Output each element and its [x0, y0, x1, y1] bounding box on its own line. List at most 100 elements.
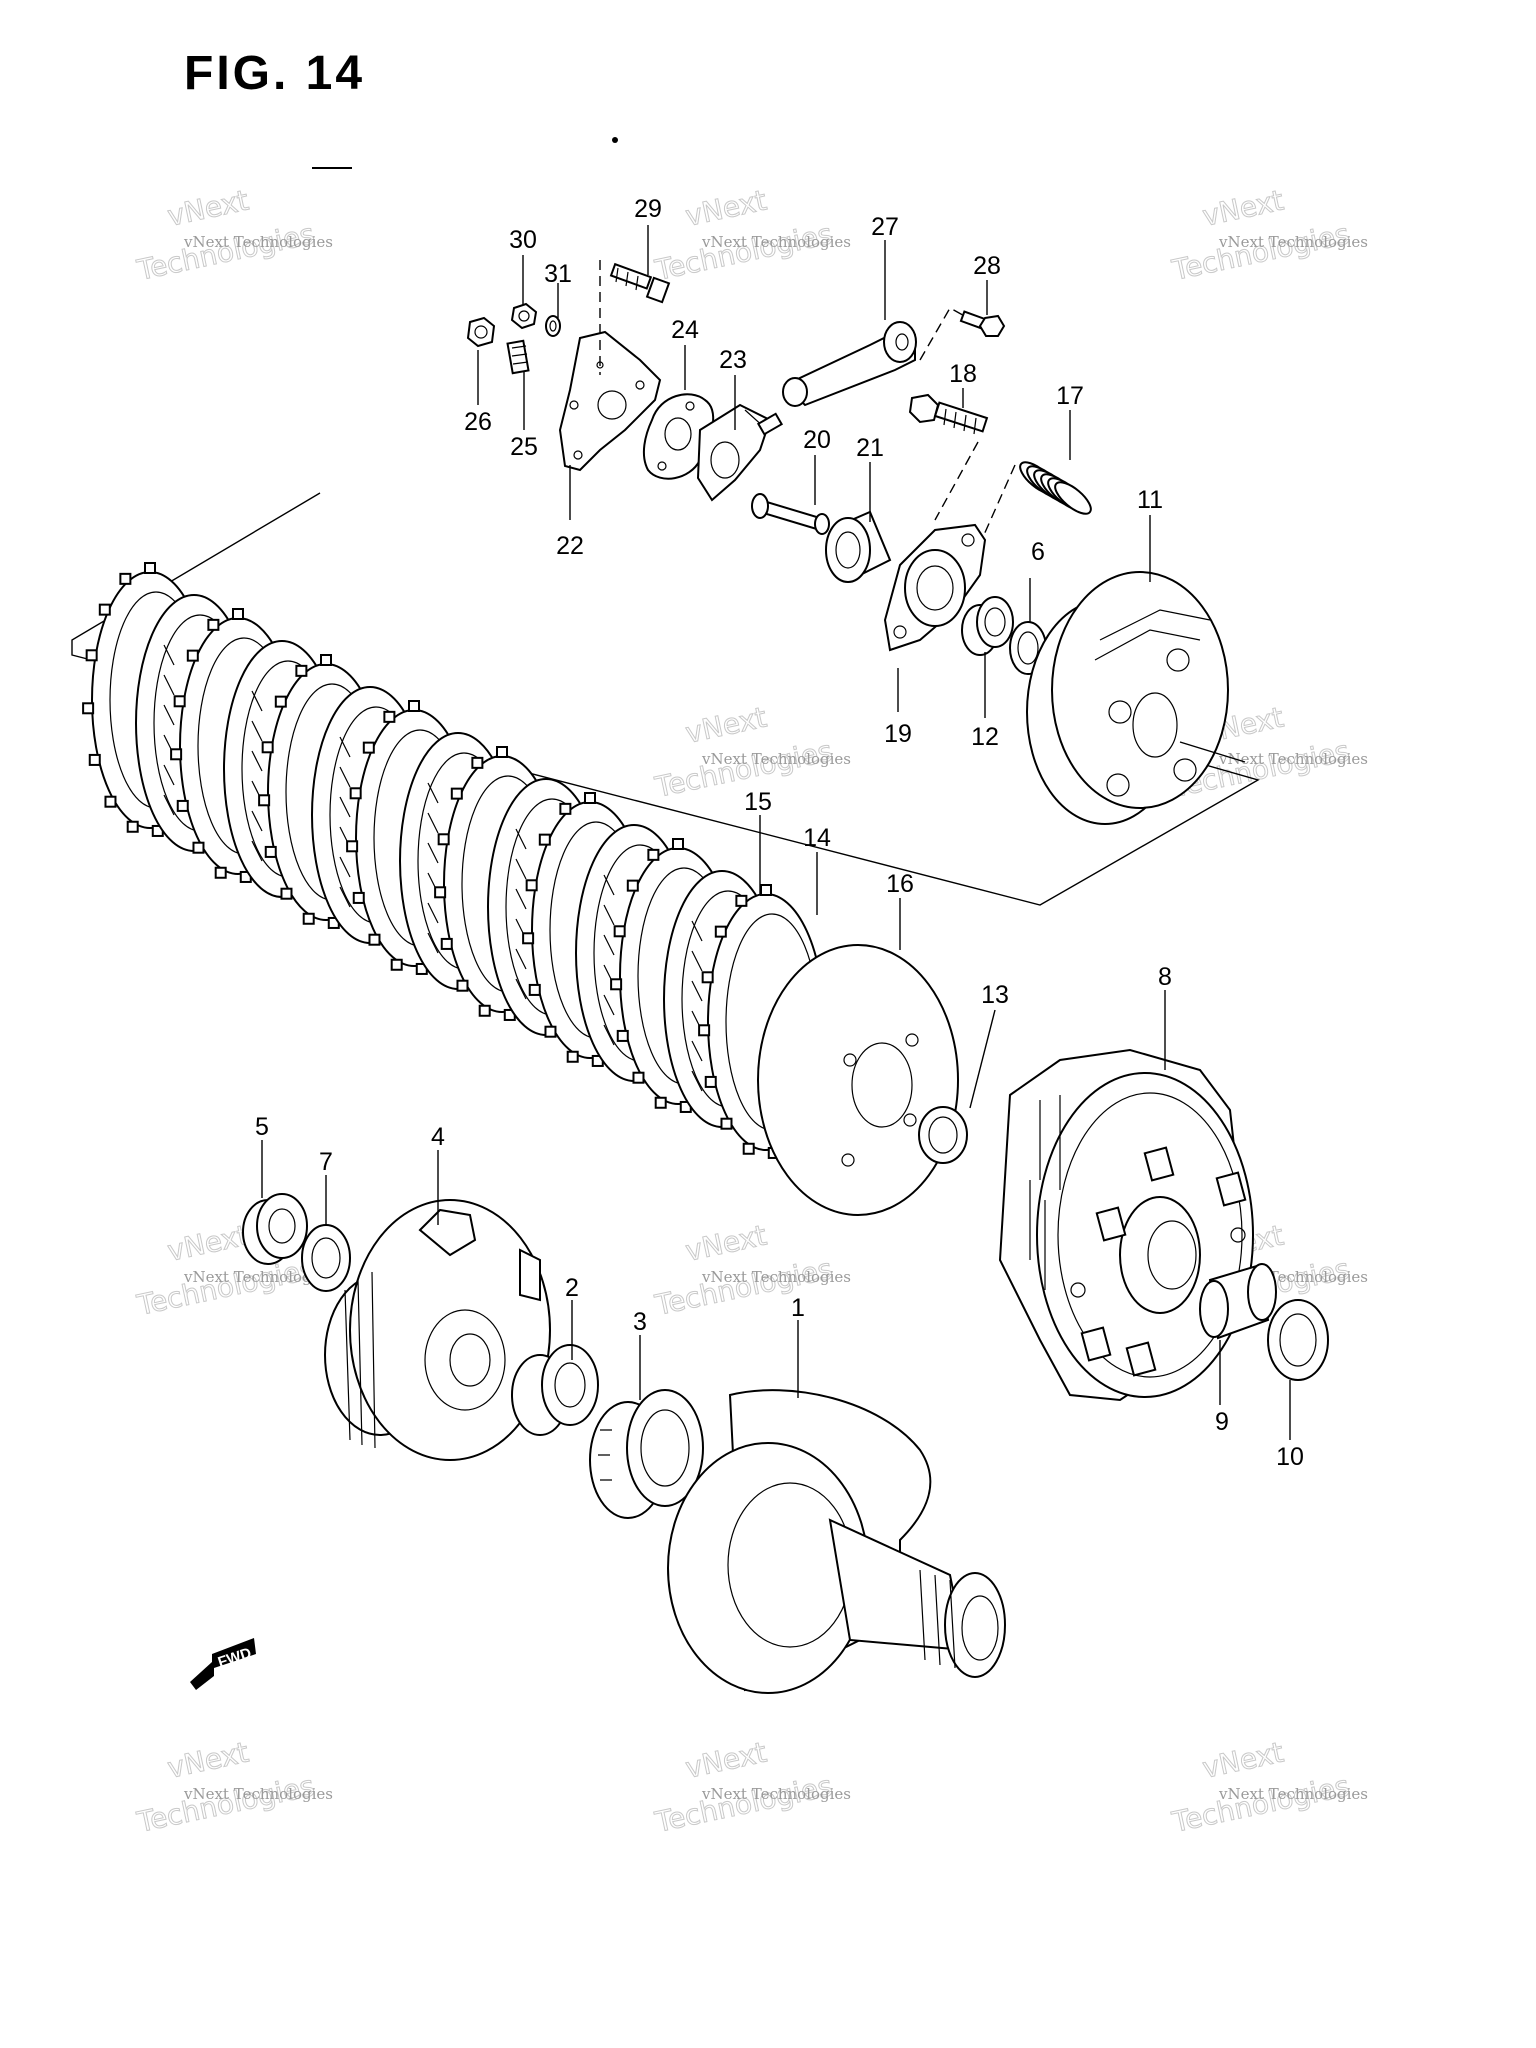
callout-19: 19 — [884, 720, 912, 748]
watermark-brand-word: vNext — [683, 1219, 770, 1268]
callout-6: 6 — [1031, 538, 1045, 566]
callout-4: 4 — [431, 1123, 445, 1151]
watermark-brand-word: vNext — [683, 701, 770, 750]
hub-axis-line — [1179, 741, 1246, 763]
watermark-brand-word: vNext — [683, 1736, 770, 1785]
part-10-washer — [1267, 1299, 1329, 1381]
callout-12: 12 — [971, 723, 999, 751]
watermark-sub-word: Technologies — [134, 1252, 318, 1322]
part-12-bush — [961, 596, 1014, 656]
callout-14: 14 — [803, 824, 831, 852]
part-20-pushrod-shaft — [751, 493, 830, 535]
part-2-bush — [511, 1344, 599, 1436]
callout-28: 28 — [973, 252, 1001, 280]
part-26-nut — [466, 316, 496, 348]
part-21-bearing — [825, 510, 892, 583]
watermark-sub-word: Technologies — [652, 1769, 836, 1839]
fwd-arrow-icon: FWD — [190, 1638, 256, 1690]
part-29-bolt — [609, 262, 671, 304]
callout-1: 1 — [791, 1294, 805, 1322]
callout-15: 15 — [744, 788, 772, 816]
watermark-sub-word: Technologies — [652, 1252, 836, 1322]
callout-9: 9 — [1215, 1408, 1229, 1436]
callout-21: 21 — [856, 434, 884, 462]
watermark-company-line: vNext Technologies — [701, 750, 851, 768]
part-25-stud — [506, 339, 530, 375]
callout-17: 17 — [1056, 382, 1084, 410]
part-13-washer — [918, 1106, 968, 1164]
part-28-bolt — [959, 310, 1006, 337]
leader-lines — [261, 225, 1291, 1440]
watermark-company-line: vNext Technologies — [1218, 1785, 1368, 1803]
watermark-brand-word: vNext — [1200, 184, 1287, 233]
callout-5: 5 — [255, 1113, 269, 1141]
stray-dot — [612, 137, 618, 143]
watermark-sub-word: Technologies — [652, 217, 836, 287]
watermark-company-line: vNext Technologies — [183, 1785, 333, 1803]
watermark-company-line: vNext Technologies — [701, 233, 851, 251]
watermark-company-line: vNext Technologies — [1218, 233, 1368, 251]
callout-7: 7 — [319, 1148, 333, 1176]
watermark-sub-word: Technologies — [134, 217, 318, 287]
watermark-sub-word: Technologies — [1169, 1769, 1353, 1839]
callout-11: 11 — [1137, 486, 1163, 514]
part-4-centrifugal-clutch — [324, 1199, 551, 1461]
callout-27: 27 — [871, 213, 899, 241]
callout-3: 3 — [633, 1308, 647, 1336]
part-22-bracket — [558, 330, 662, 472]
watermark-company-line: vNext Technologies — [1218, 750, 1368, 768]
callout-labels: 1 2 3 4 5 6 7 8 9 10 11 12 13 14 15 16 1… — [255, 195, 1304, 1471]
fwd-label: FWD — [216, 1645, 254, 1672]
callout-20: 20 — [803, 426, 831, 454]
watermark-sub-word: Technologies — [134, 1769, 318, 1839]
part-17-spring — [1019, 461, 1092, 515]
callout-13: 13 — [981, 981, 1009, 1009]
callout-25: 25 — [510, 433, 538, 461]
callout-29: 29 — [634, 195, 662, 223]
part-1-clutch-drum — [667, 1389, 1006, 1694]
callout-22: 22 — [556, 532, 584, 560]
callout-2: 2 — [565, 1274, 579, 1302]
callout-8: 8 — [1158, 963, 1172, 991]
part-3-one-way-clutch — [589, 1389, 704, 1519]
part-18-bolt — [908, 393, 989, 435]
clutch-plate-stack — [82, 562, 825, 1159]
watermark-sub-word: Technologies — [1169, 217, 1353, 287]
callout-31: 31 — [544, 260, 572, 288]
callout-24: 24 — [671, 316, 699, 344]
assembly-line-18 — [934, 441, 979, 521]
part-23-release-cam — [696, 403, 784, 502]
callout-26: 26 — [464, 408, 492, 436]
watermark-company-line: vNext Technologies — [701, 1785, 851, 1803]
callout-18: 18 — [949, 360, 977, 388]
figure-title: FIG. 14 — [184, 47, 366, 100]
callout-10: 10 — [1276, 1443, 1304, 1471]
part-19-lifter-plate — [883, 523, 987, 652]
callout-30: 30 — [509, 226, 537, 254]
watermark-brand-word: vNext — [165, 1219, 252, 1268]
watermark-company-line: vNext Technologies — [701, 1268, 851, 1286]
part-30-nut — [510, 302, 538, 330]
callout-23: 23 — [719, 346, 747, 374]
watermark-brand-word: vNext — [165, 184, 252, 233]
part-16-pressure-plate — [757, 944, 959, 1216]
part-5-nut — [242, 1193, 308, 1265]
callout-16: 16 — [886, 870, 914, 898]
part-31-washer — [545, 315, 561, 337]
part-11-clutch-hub — [1026, 571, 1229, 825]
watermark-brand-word: vNext — [165, 1736, 252, 1785]
assembly-line-28 — [919, 307, 991, 361]
part-8-clutch-housing — [998, 1048, 1254, 1402]
part-9-spacer — [1199, 1263, 1277, 1340]
watermark-brand-word: vNext — [1200, 1736, 1287, 1785]
watermark-company-line: vNext Technologies — [183, 1268, 333, 1286]
watermark-brand-word: vNext — [683, 184, 770, 233]
